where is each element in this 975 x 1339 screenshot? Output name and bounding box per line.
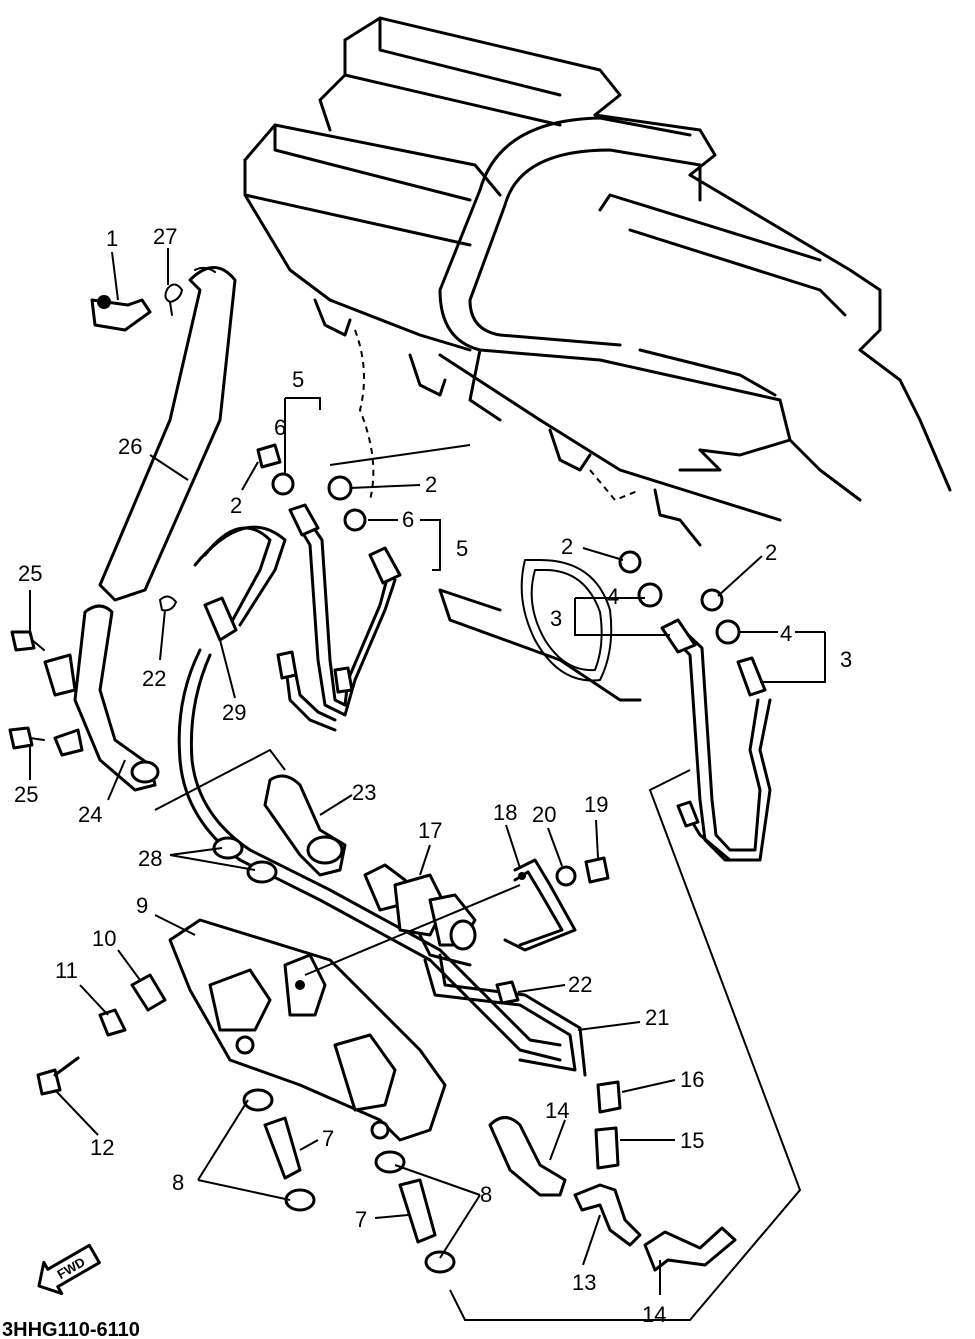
callout-1: 1 [106,226,118,251]
callout-2-right-b: 2 [765,540,777,565]
leader-lines [29,248,826,1321]
callout-5-left-top: 5 [292,367,304,392]
collar-11 [98,1008,127,1037]
callout-16: 16 [680,1067,704,1092]
callout-14-upper: 14 [545,1098,569,1123]
nuts-2-and-clamps-4-right [618,550,741,645]
engine-cylinder-head [243,16,952,702]
grommet-10 [130,973,167,1012]
callout-18: 18 [493,800,517,825]
callout-3-right-b: 3 [840,647,852,672]
callout-24: 24 [78,802,102,827]
callout-20: 20 [532,802,556,827]
hose-7-right [374,1150,456,1274]
pipe-assembly-3-right [660,618,772,862]
hose-24 [43,604,160,792]
callout-25-lower: 25 [14,782,38,807]
callout-17: 17 [418,818,442,843]
hose-23 [263,774,347,877]
callout-15: 15 [680,1128,704,1153]
callout-3-right-a: 3 [550,606,562,631]
callout-6-left-top: 6 [274,415,286,440]
callout-8-left: 8 [172,1170,184,1195]
clamp-22-left [159,595,177,612]
forward-arrow-icon: FWD [37,1243,101,1296]
callout-7-left: 7 [322,1126,334,1151]
callout-22-right: 22 [568,972,592,997]
callout-6-center: 6 [402,507,414,532]
callout-13: 13 [572,1270,596,1295]
callout-4-right-a: 4 [607,584,619,609]
callout-9: 9 [136,893,148,918]
callout-2-left: 2 [230,493,242,518]
callout-2-right-a: 2 [561,534,573,559]
clamp-28 [212,836,278,884]
reed-valve-assembly-9 [168,918,447,1142]
callout-10: 10 [92,926,116,951]
callout-5-center: 5 [456,536,468,561]
callout-21: 21 [645,1005,669,1030]
collar-20-bolt-19 [555,856,610,887]
callout-14-lower: 14 [642,1302,666,1327]
callout-25-upper: 25 [18,561,42,586]
callout-26: 26 [118,434,142,459]
pipe-assembly-5-left [276,503,402,732]
callout-23: 23 [352,780,376,805]
callout-27: 27 [153,224,177,249]
hose-14-upper [488,1116,567,1197]
pipe-union-1 [90,295,152,332]
hose-26 [98,266,237,602]
bolt-12 [36,1056,80,1096]
callout-2-center: 2 [425,472,437,497]
air-cut-valve-pipe [177,648,562,1062]
callout-28: 28 [138,846,162,871]
bracket-18 [503,858,577,952]
clamp-27 [164,283,183,316]
hose-29-loop [193,525,287,642]
diagram-code: 3HHG110-6110 [2,1319,140,1339]
callout-7-right: 7 [355,1207,367,1232]
callout-19: 19 [584,792,608,817]
callout-29: 29 [222,700,246,725]
nut-2-and-clamp-6-left [256,443,367,532]
callout-22-left: 22 [142,666,166,691]
callout-12: 12 [90,1135,114,1160]
hose-21 [423,953,587,1077]
hose-14-lower [643,1226,737,1272]
cover-outline-round [520,559,613,682]
callout-8-right: 8 [480,1182,492,1207]
air-cut-valve-17 [363,863,477,967]
callout-4-right-b: 4 [780,621,792,646]
bolt-25-upper [10,630,45,652]
callout-numbers: 1 27 26 25 22 29 25 24 23 5 6 2 2 6 5 2 … [14,224,852,1327]
bolt-25-lower [8,726,45,750]
callout-11: 11 [55,958,78,983]
joint-13 [573,1183,642,1247]
cap-16-and-hose-15 [594,1080,622,1170]
